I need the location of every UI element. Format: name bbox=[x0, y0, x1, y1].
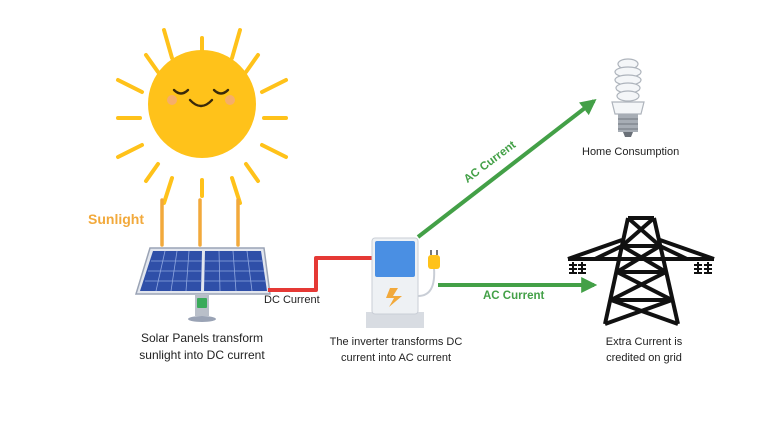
inverter-caption: The inverter transforms DC current into … bbox=[316, 334, 476, 366]
dc-current-wire bbox=[268, 256, 372, 292]
solar-panel-caption: Solar Panels transform sunlight into DC … bbox=[116, 330, 288, 364]
transmission-tower-icon bbox=[567, 216, 715, 326]
tower-insulators bbox=[569, 262, 712, 274]
light-bulb-icon bbox=[611, 58, 645, 137]
grid-caption-line1: Extra Current is bbox=[605, 336, 683, 348]
inverter-caption-line2: current into AC current bbox=[340, 352, 452, 364]
inverter-icon bbox=[366, 237, 436, 328]
plug-icon bbox=[428, 250, 440, 269]
sunlight-label: Sunlight bbox=[88, 211, 144, 227]
sun-icon bbox=[116, 28, 288, 205]
solar-caption-line2: sunlight into DC current bbox=[139, 348, 265, 362]
ac-arrow-home bbox=[416, 99, 597, 239]
inverter-caption-line1: The inverter transforms DC bbox=[329, 336, 463, 348]
sun-face bbox=[172, 88, 230, 108]
grid-caption: Extra Current is credited on grid bbox=[586, 334, 702, 366]
sunlight-beams bbox=[160, 198, 240, 247]
home-consumption-label: Home Consumption bbox=[582, 146, 680, 158]
solar-panel-icon bbox=[134, 247, 271, 322]
ac-current-grid-label: AC Current bbox=[483, 290, 545, 302]
dc-current-label: DC Current bbox=[264, 294, 320, 306]
solar-caption-line1: Solar Panels transform bbox=[140, 331, 264, 345]
grid-caption-line2: credited on grid bbox=[606, 352, 682, 364]
